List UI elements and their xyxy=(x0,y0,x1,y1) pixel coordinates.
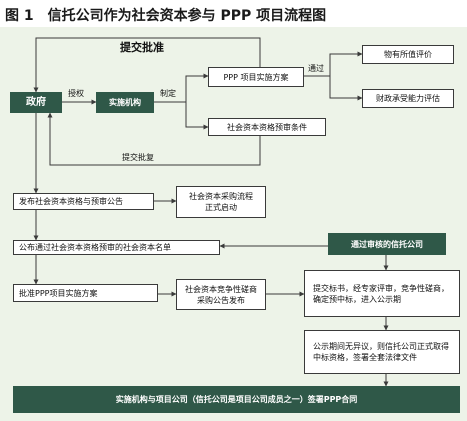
label-formulate: 制定 xyxy=(160,89,176,98)
box-approved-trust: 通过审核的信托公司 xyxy=(328,233,446,255)
box-implementing-agency: 实施机构 xyxy=(96,92,154,113)
box-competitive-consult: 社会资本竞争性磋商采购公告发布 xyxy=(176,279,266,310)
title-bar: 图 1 信托公司作为社会资本参与 PPP 项目流程图 xyxy=(0,0,467,27)
line-submit-reply xyxy=(47,112,261,166)
box-sign-contract: 实施机构与项目公司（信托公司是项目公司成员之一）签署PPP合同 xyxy=(13,386,460,413)
line-to-fiscal xyxy=(329,76,363,101)
box-fiscal-capacity: 财政承受能力评估 xyxy=(362,89,454,108)
box-ppp-plan: PPP 项目实施方案 xyxy=(208,67,304,87)
box-approve-plan: 批准PPP项目实施方案 xyxy=(13,284,158,302)
line-submit-approval xyxy=(33,37,261,93)
box-bid-process: 提交标书，经专家评审，竞争性磋商，确定预中标，进入公示期 xyxy=(304,270,460,317)
label-submit-approval: 提交批准 xyxy=(120,41,164,54)
line-to-vfm xyxy=(329,51,363,76)
box-publish-prequal: 发布社会资本资格与预审公告 xyxy=(13,193,154,210)
figure-title: 图 1 信托公司作为社会资本参与 PPP 项目流程图 xyxy=(5,8,327,24)
box-no-objection: 公示期间无异议，则信托公司正式取得中标资格，签署全套法律文件 xyxy=(304,330,460,374)
label-pass: 通过 xyxy=(308,64,324,73)
label-submit-reply: 提交批复 xyxy=(122,153,154,162)
box-prequal-conditions: 社会资本资格预审条件 xyxy=(208,118,326,136)
label-authorize: 授权 xyxy=(68,89,84,98)
box-procurement-start: 社会资本采购流程正式启动 xyxy=(176,186,266,218)
line-to-conditions xyxy=(185,102,209,130)
box-value-for-money: 物有所值评价 xyxy=(362,45,454,64)
line-to-plan xyxy=(185,73,209,102)
box-government: 政府 xyxy=(10,92,62,113)
box-announce-list: 公布通过社会资本资格预审的社会资本名单 xyxy=(13,240,220,255)
